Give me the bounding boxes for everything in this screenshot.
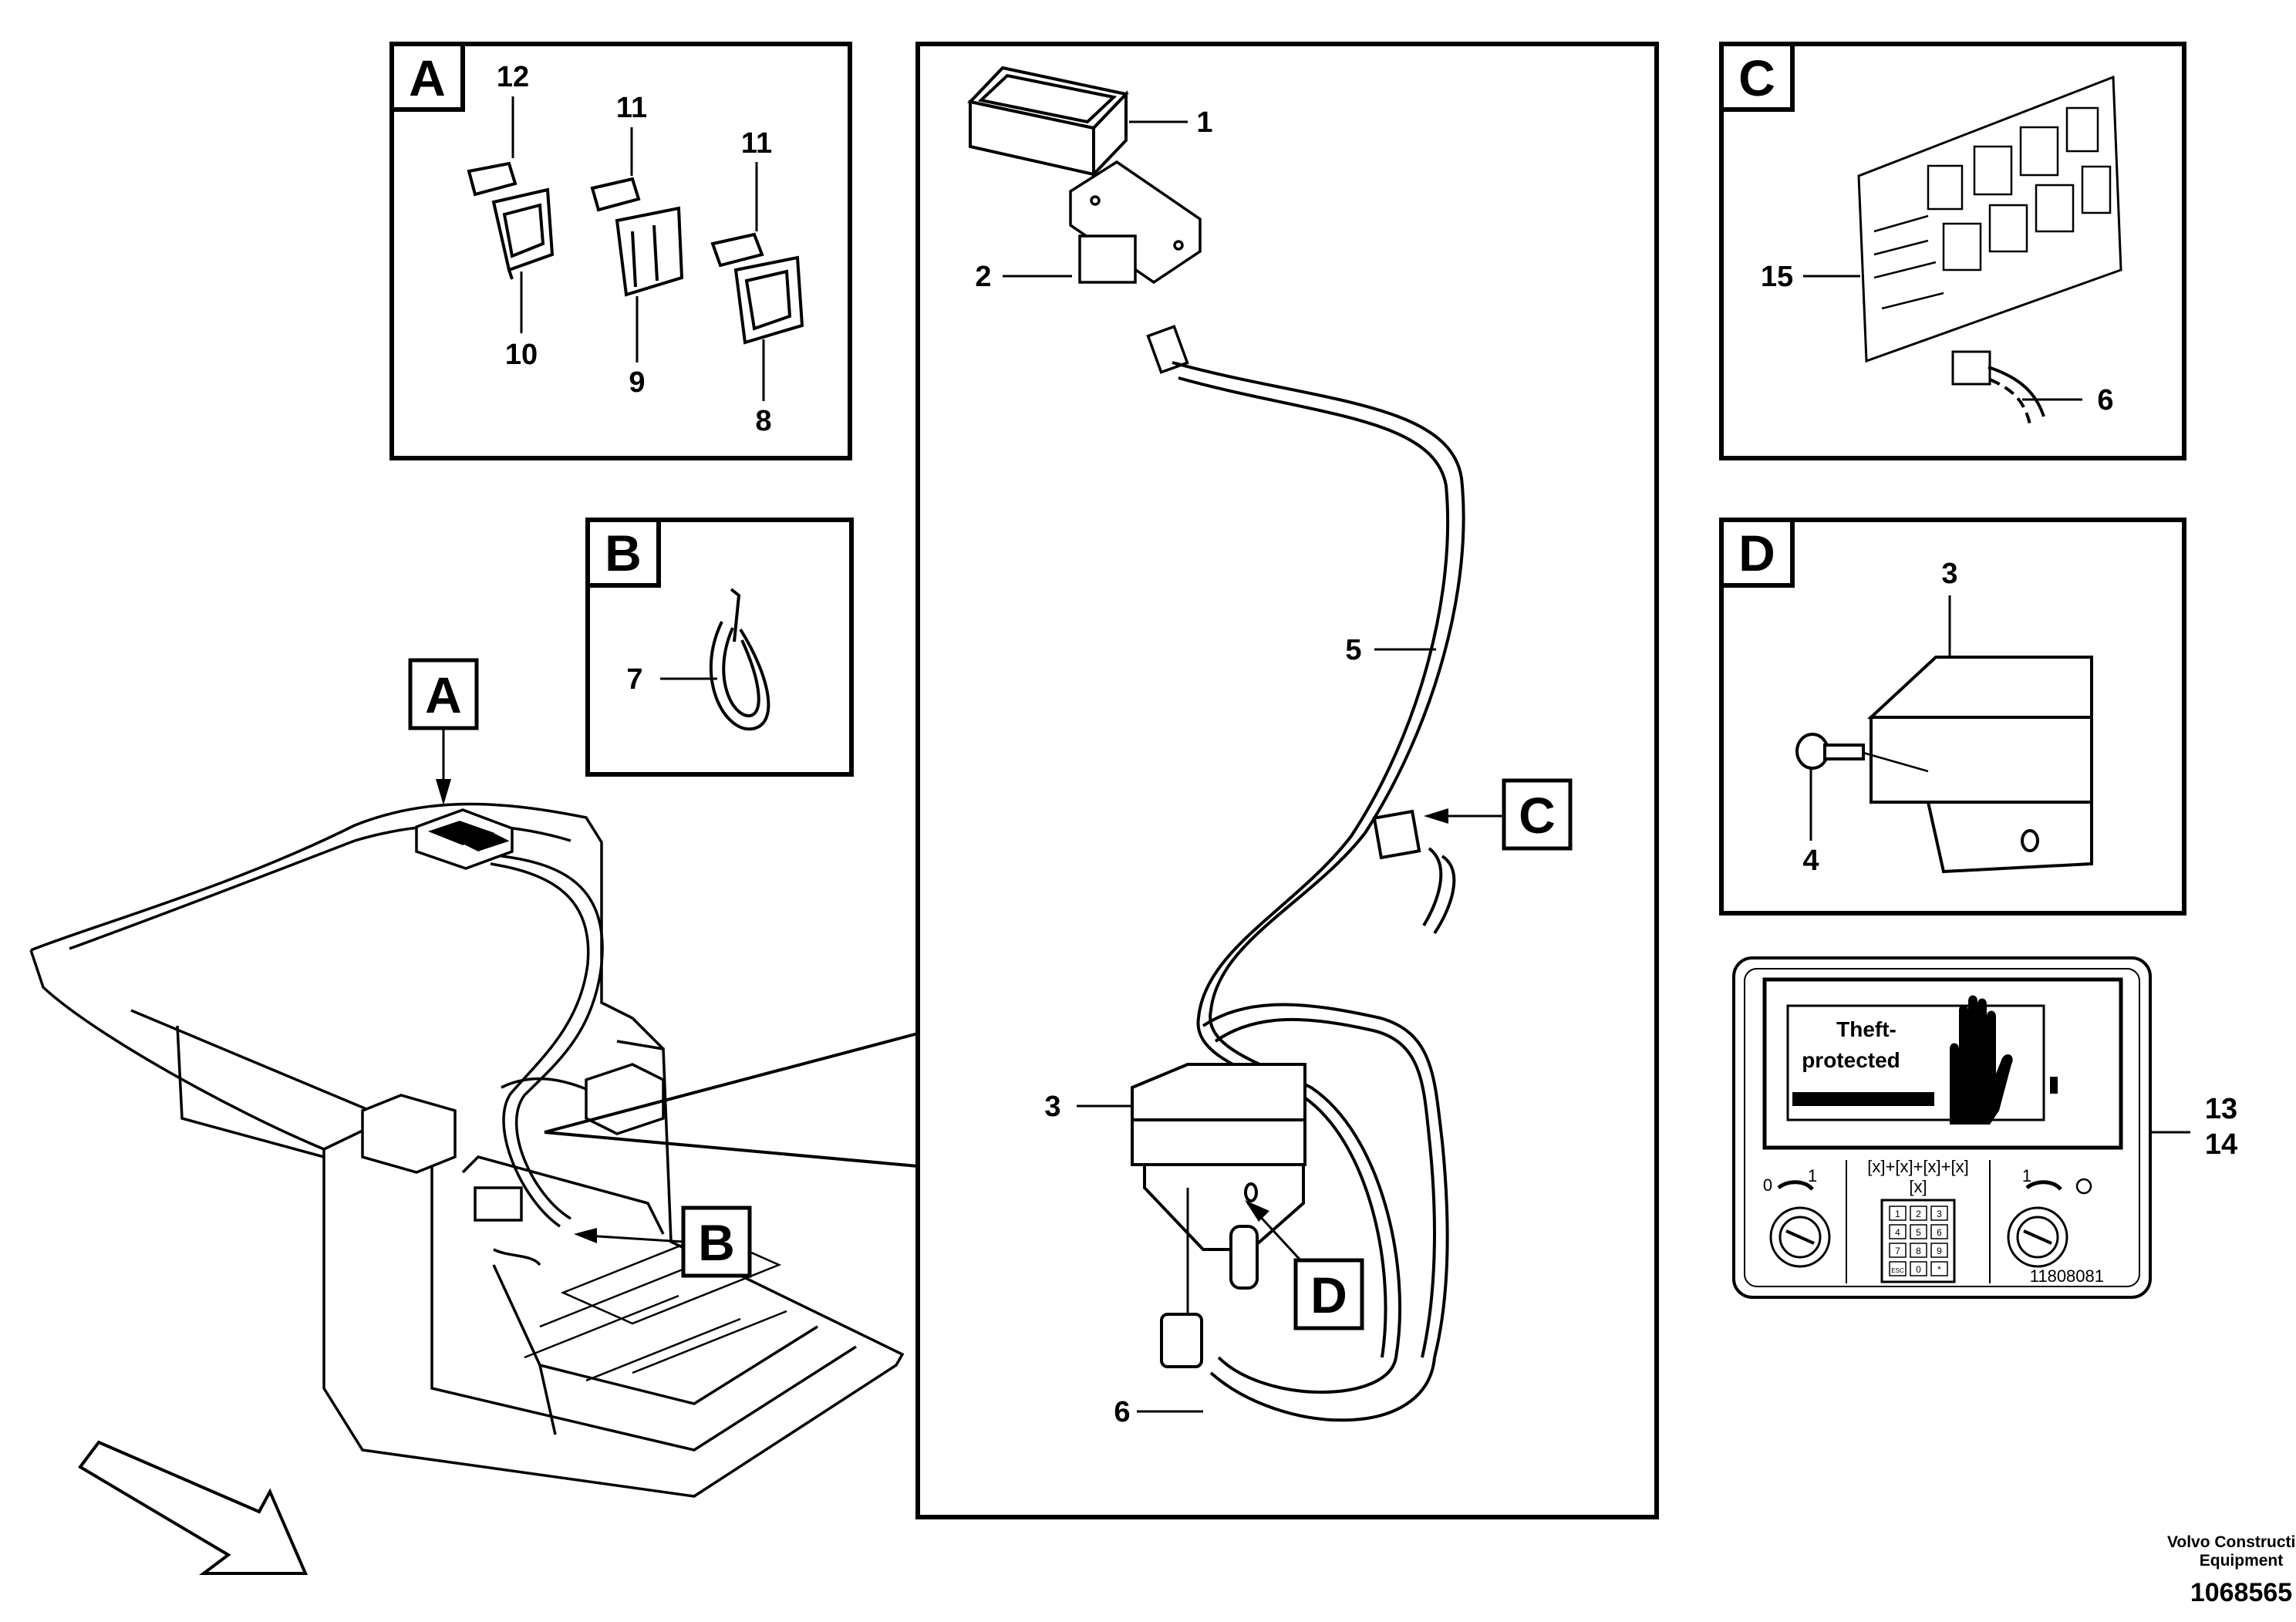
callout-11: 11 [741, 127, 772, 160]
panel-part-number: 11808081 [2030, 1266, 2104, 1286]
keypad-key-label: 2 [1916, 1209, 1921, 1219]
keypad-key [1910, 1261, 1927, 1276]
callout-3: 3 [1044, 1091, 1060, 1123]
keypad-key-label: 0 [1916, 1264, 1921, 1275]
left-switch-off-label: 0 [1763, 1175, 1772, 1195]
engine-start-icon [2075, 1178, 2092, 1195]
detail-leader-lines [544, 1032, 919, 1168]
detail-box-a: A 12 11 11 10 9 [389, 42, 852, 460]
box-a-callouts: 12 11 11 10 9 8 [497, 61, 772, 437]
keypad-key-label: * [1937, 1264, 1941, 1275]
keypad-key [1930, 1261, 1948, 1276]
right-key-switch: 1 [2007, 1166, 2092, 1268]
detail-box-b: B 7 [585, 518, 854, 777]
keypad-panel: Theft- protected 0 1 [x]+[x]+[x]+[x] [x]… [1732, 956, 2237, 1299]
left-key-switch: 0 1 [1763, 1166, 1831, 1268]
brand-line2: Equipment [2200, 1552, 2284, 1570]
theft-sign-line1: Theft- [1836, 1017, 1896, 1041]
cab-floor-drawing [29, 802, 905, 1498]
box-d-letter: D [1738, 524, 1775, 582]
cab-pointer-a: A [408, 658, 479, 805]
enter-label: [x] [1909, 1177, 1927, 1196]
fuse-relay-box-drawing [1857, 75, 2122, 425]
callout-10: 10 [505, 339, 538, 371]
keypad-key-label: 7 [1895, 1246, 1900, 1256]
keypad-key-label: 5 [1916, 1227, 1921, 1238]
callout-8: 8 [755, 405, 771, 437]
callout-2: 2 [975, 261, 991, 293]
pointer-d-letter: D [1310, 1266, 1347, 1324]
callout-9: 9 [629, 366, 645, 399]
display-unit-drawing [967, 66, 1129, 178]
keypad-key-label: ESC [1891, 1267, 1904, 1274]
keypad-key [1889, 1224, 1907, 1239]
pointer-c-letter: C [1519, 787, 1556, 844]
callout-6: 6 [2097, 384, 2113, 416]
left-switch-on-label: 1 [1808, 1166, 1817, 1185]
direction-arrow-icon [78, 1440, 308, 1575]
main-harness-box: 1 2 5 3 6 C D [915, 42, 1659, 1519]
callout-12: 12 [497, 61, 529, 93]
keypad-key [1930, 1243, 1948, 1258]
callout-4: 4 [1802, 845, 1819, 877]
keypad-key [1930, 1206, 1948, 1221]
callout-13: 13 [2205, 1093, 2237, 1125]
callout-3: 3 [1941, 558, 1957, 590]
switch-blank-plugs-drawing [467, 161, 804, 345]
cab-pointer-b-letter: B [698, 1214, 735, 1271]
theft-sign-line2: protected [1802, 1048, 1900, 1072]
keypad-key-label: 1 [1895, 1209, 1900, 1219]
keypad-key [1889, 1243, 1907, 1258]
keypad-key-label: 6 [1937, 1227, 1942, 1238]
callout-1: 1 [1196, 106, 1212, 139]
keypad-key [1930, 1224, 1948, 1239]
callout-7: 7 [626, 663, 642, 696]
footer: Volvo Construction Equipment 1068565 [2167, 1533, 2296, 1607]
keypad-key [1910, 1243, 1927, 1258]
callout-14: 14 [2205, 1128, 2237, 1161]
box-a-letter: A [409, 49, 446, 106]
keypad-key-label: 8 [1916, 1246, 1921, 1256]
code-sequence-label: [x]+[x]+[x]+[x] [1867, 1157, 1968, 1176]
keypad-key [1910, 1224, 1927, 1239]
hand-stop-icon [1950, 995, 2013, 1125]
cable-tie-icon [709, 588, 770, 731]
box-c-letter: C [1738, 49, 1775, 106]
keypad-key [1889, 1261, 1907, 1276]
document-number: 1068565 [2190, 1578, 2292, 1607]
cab-pointer-a-letter: A [425, 666, 462, 723]
cable-harness-drawing [1172, 361, 1465, 1422]
cab-pointer-b: B [574, 1206, 752, 1278]
keypad-key [1889, 1206, 1907, 1221]
bracket-module-drawing [1795, 656, 2093, 874]
right-switch-label: 1 [2022, 1166, 2031, 1185]
keypad-key [1910, 1206, 1927, 1221]
mounting-bracket-drawing [1069, 160, 1202, 285]
detail-box-d: D 3 4 [1719, 518, 2186, 916]
brand-line1: Volvo Construction [2167, 1533, 2296, 1551]
callout-15: 15 [1761, 261, 1793, 293]
callout-11: 11 [616, 92, 647, 124]
callout-5: 5 [1345, 634, 1361, 666]
keypad-key-label: 4 [1895, 1227, 1900, 1238]
box-b-letter: B [605, 524, 642, 582]
keypad-key-label: 3 [1937, 1209, 1942, 1219]
callout-6: 6 [1114, 1396, 1130, 1428]
keypad-key-label: 9 [1937, 1246, 1942, 1256]
control-module-drawing [1131, 1063, 1306, 1251]
detail-box-c: C 15 6 [1719, 42, 2186, 460]
